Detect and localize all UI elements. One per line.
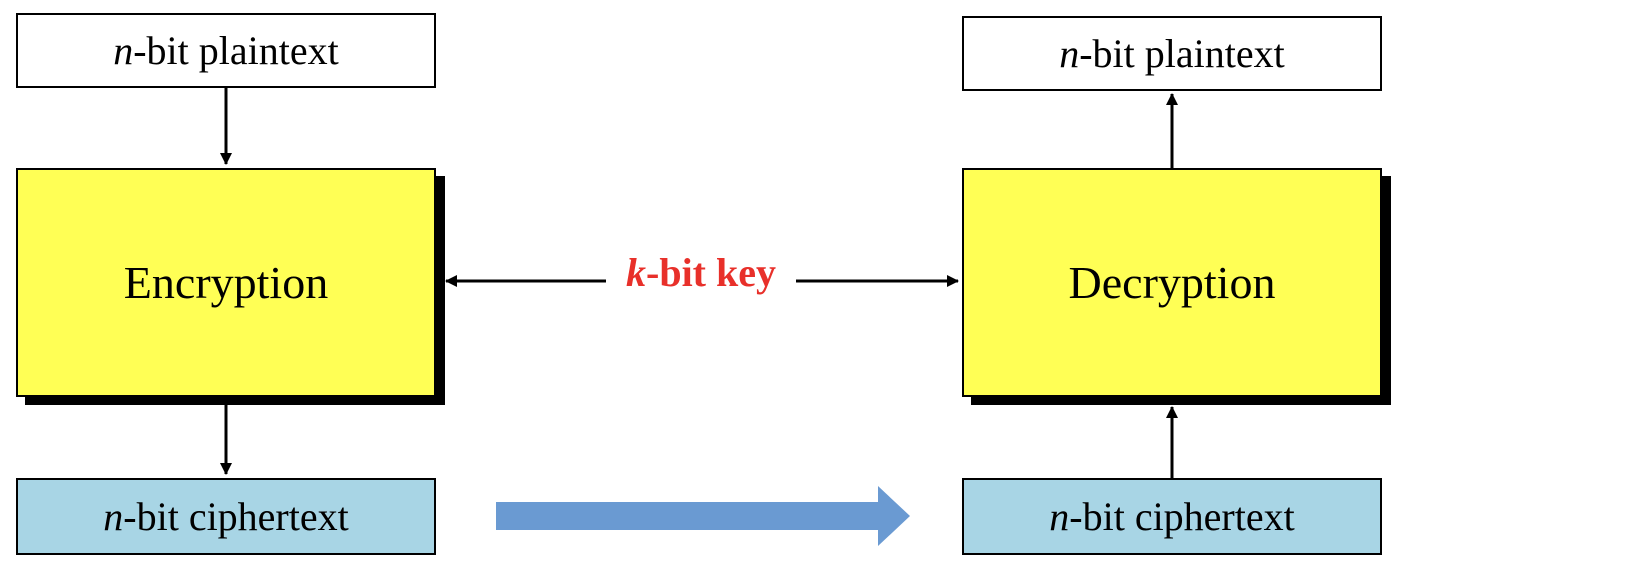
encryption-block: Encryption bbox=[16, 168, 436, 397]
encryption-plaintext-box: n-bit plaintext bbox=[16, 13, 436, 88]
decryption-ciphertext-box: n-bit ciphertext bbox=[962, 478, 1382, 555]
encryption-block-label: Encryption bbox=[123, 257, 329, 308]
transfer-arrow bbox=[496, 486, 910, 546]
encryption-plaintext-label: n-bit plaintext bbox=[113, 28, 339, 73]
decryption-plaintext-box: n-bit plaintext bbox=[962, 16, 1382, 91]
key-label: k-bit key bbox=[626, 249, 776, 295]
encryption-ciphertext-label: n-bit ciphertext bbox=[103, 494, 349, 539]
decryption-plaintext-label: n-bit plaintext bbox=[1059, 31, 1285, 76]
decryption-block-label: Decryption bbox=[1068, 257, 1276, 308]
decryption-ciphertext-label: n-bit ciphertext bbox=[1049, 494, 1295, 539]
encryption-ciphertext-box: n-bit ciphertext bbox=[16, 478, 436, 555]
decryption-block: Decryption bbox=[962, 168, 1382, 397]
